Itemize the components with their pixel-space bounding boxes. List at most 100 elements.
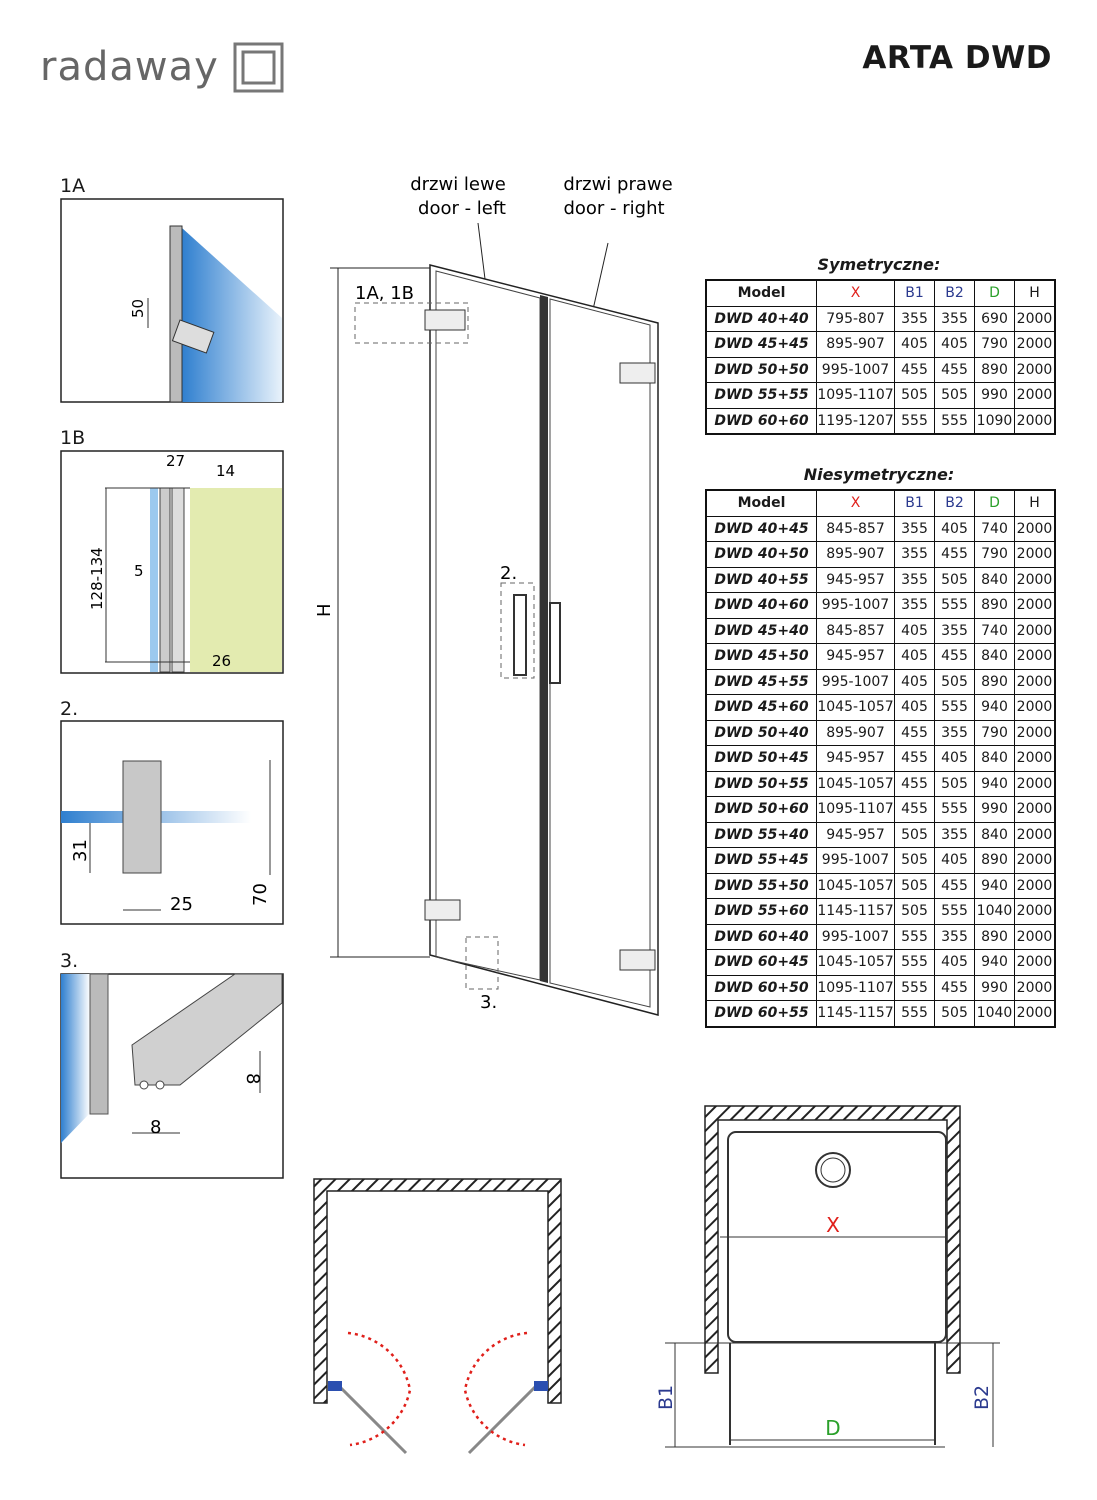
- table-cell: DWD 55+55: [705, 382, 817, 409]
- table-cell: 555: [934, 694, 975, 721]
- detail-2-label: 2.: [60, 698, 79, 720]
- table-cell: 2000: [1014, 821, 1056, 848]
- table-cell: 940: [974, 949, 1015, 976]
- door-left-label-en: door - left: [418, 198, 506, 219]
- table-cell: DWD 45+50: [705, 643, 817, 670]
- table-cell: 505: [894, 898, 935, 925]
- table-cell: 1045-1057: [816, 694, 895, 721]
- table-cell: DWD 55+45: [705, 847, 817, 874]
- table-cell: 1045-1057: [816, 949, 895, 976]
- table-cell: 945-957: [816, 821, 895, 848]
- table-cell: 2000: [1014, 872, 1056, 899]
- table-cell: 790: [974, 541, 1015, 568]
- dim-8-width: 8: [150, 1117, 161, 1138]
- table-cell: DWD 55+60: [705, 898, 817, 925]
- table-cell: 355: [934, 617, 975, 644]
- table-cell: 1145-1157: [816, 898, 895, 925]
- table-cell: 740: [974, 617, 1015, 644]
- dim-50: 50: [129, 299, 147, 318]
- table-cell: 945-957: [816, 566, 895, 593]
- column-header: H: [1014, 489, 1056, 517]
- table-cell: 2000: [1014, 974, 1056, 1001]
- table-cell: 1095-1107: [816, 974, 895, 1001]
- logo-text: radaway: [40, 44, 219, 90]
- table-cell: 940: [974, 770, 1015, 797]
- detail-3-label: 3.: [60, 950, 79, 972]
- callout-2: 2.: [500, 563, 517, 584]
- table-cell: 455: [934, 356, 975, 383]
- table-cell: 740: [974, 515, 1015, 542]
- table-cell: 840: [974, 745, 1015, 772]
- table-cell: 505: [894, 872, 935, 899]
- table-cell: 355: [894, 305, 935, 332]
- table-cell: 455: [894, 796, 935, 823]
- dim-128-134: 128-134: [88, 547, 106, 610]
- table-cell: DWD 50+60: [705, 796, 817, 823]
- table-cell: 2000: [1014, 643, 1056, 670]
- table-cell: DWD 55+40: [705, 821, 817, 848]
- column-header: D: [974, 489, 1015, 517]
- table-cell: 2000: [1014, 382, 1056, 409]
- column-header: X: [816, 489, 895, 517]
- table-cell: 1040: [974, 1000, 1015, 1027]
- table-cell: DWD 40+55: [705, 566, 817, 593]
- table-cell: 455: [894, 770, 935, 797]
- table-cell: 405: [934, 331, 975, 358]
- table-cell: DWD 60+40: [705, 923, 817, 950]
- table-cell: DWD 50+55: [705, 770, 817, 797]
- callout-3: 3.: [480, 992, 497, 1013]
- table-cell: 995-1007: [816, 356, 895, 383]
- asymmetric-table-title: Niesymetryczne:: [803, 465, 955, 484]
- table-cell: 2000: [1014, 898, 1056, 925]
- table-cell: 940: [974, 872, 1015, 899]
- plan-x-label: X: [826, 1213, 840, 1237]
- table-cell: 405: [934, 847, 975, 874]
- table-cell: DWD 45+55: [705, 668, 817, 695]
- table-cell: 895-907: [816, 331, 895, 358]
- table-cell: 505: [934, 382, 975, 409]
- table-cell: 555: [894, 1000, 935, 1027]
- table-cell: 895-907: [816, 541, 895, 568]
- table-cell: 1090: [974, 407, 1015, 435]
- column-header: B2: [934, 489, 975, 517]
- table-cell: 455: [934, 974, 975, 1001]
- door-right-label-en: door - right: [563, 198, 664, 219]
- table-cell: 505: [894, 847, 935, 874]
- height-dim-label: H: [314, 603, 335, 617]
- dim-14: 14: [216, 462, 235, 480]
- table-cell: 355: [934, 305, 975, 332]
- column-header: Model: [705, 279, 817, 307]
- detail-1a-label: 1A: [60, 175, 86, 197]
- table-cell: 555: [934, 407, 975, 435]
- table-cell: 890: [974, 847, 1015, 874]
- dim-70: 70: [250, 883, 271, 906]
- table-cell: DWD 40+50: [705, 541, 817, 568]
- table-cell: 890: [974, 668, 1015, 695]
- door-right-label-pl: drzwi prawe: [563, 174, 672, 195]
- table-cell: 405: [934, 515, 975, 542]
- table-cell: DWD 60+50: [705, 974, 817, 1001]
- table-cell: 2000: [1014, 694, 1056, 721]
- column-header: B2: [934, 279, 975, 307]
- detail-1b-label: 1B: [60, 427, 86, 449]
- table-cell: 555: [894, 407, 935, 435]
- table-cell: 505: [894, 821, 935, 848]
- table-cell: 355: [894, 566, 935, 593]
- table-cell: 2000: [1014, 566, 1056, 593]
- table-cell: 790: [974, 331, 1015, 358]
- table-cell: 2000: [1014, 949, 1056, 976]
- table-cell: 555: [894, 974, 935, 1001]
- table-cell: 505: [934, 566, 975, 593]
- dim-27: 27: [166, 452, 185, 470]
- detail-3-drawing: 8 8: [60, 973, 284, 1179]
